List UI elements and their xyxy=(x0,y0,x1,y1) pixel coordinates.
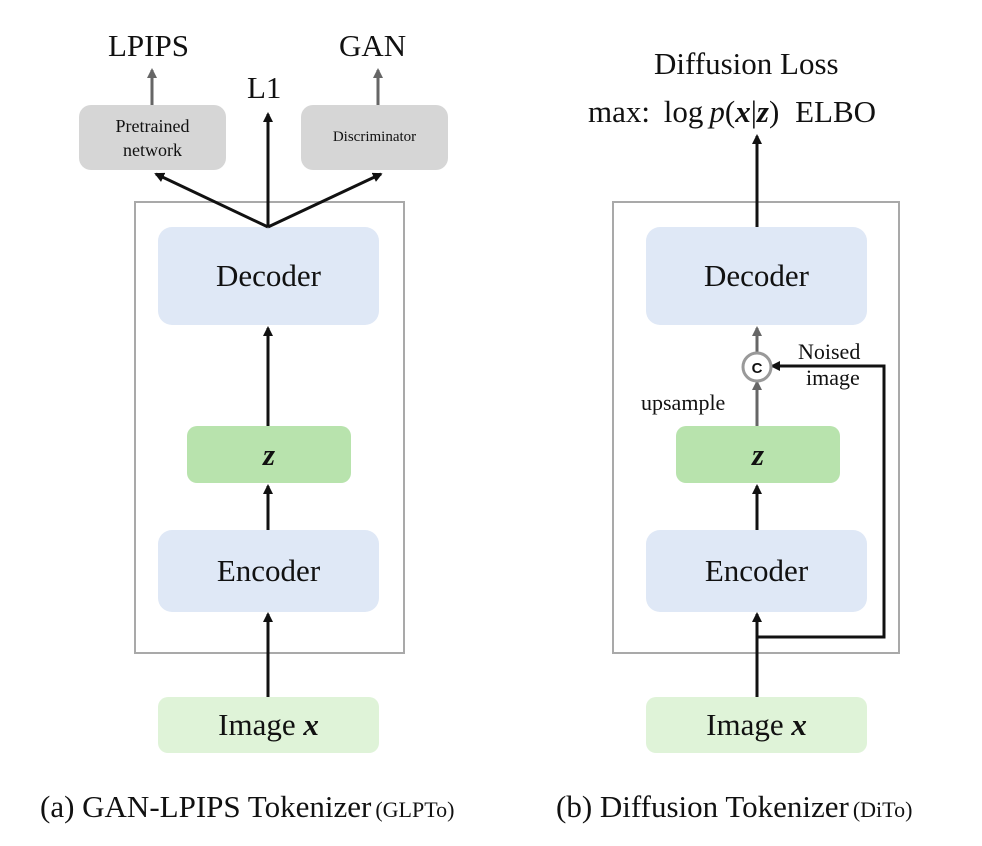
formula-log: log xyxy=(663,94,704,129)
formula-bar: | xyxy=(750,94,757,129)
encoder-label-a: Encoder xyxy=(216,553,321,588)
formula-open-paren: ( xyxy=(724,94,736,129)
diffusion-loss-title: Diffusion Loss xyxy=(654,46,839,81)
image-input-block-a: Image x xyxy=(158,697,379,753)
decoder-block-a: Decoder xyxy=(158,227,379,325)
concat-node xyxy=(741,351,773,383)
caption-a-main: (a) GAN-LPIPS Tokenizer xyxy=(40,789,372,824)
formula-x: x xyxy=(735,94,751,129)
formula-p: p xyxy=(709,94,725,129)
encoder-block-b: Encoder xyxy=(646,530,867,612)
caption-a-abbr: (GLPTo) xyxy=(375,797,455,822)
image-input-prefix-a: Image xyxy=(218,707,296,742)
discriminator-box: Discriminator xyxy=(301,105,448,170)
pretrained-network-label: Pretrained network xyxy=(115,115,190,160)
arrow-decoder-to-pretrained xyxy=(154,172,269,229)
image-input-prefix-b: Image xyxy=(706,707,784,742)
caption-b-abbr: (DiTo) xyxy=(852,797,913,822)
arrow-noised-image-path xyxy=(757,361,886,639)
noised-image-label-line1: Noised xyxy=(798,339,861,364)
decoder-label-a: Decoder xyxy=(216,258,321,293)
formula-elbo: ELBO xyxy=(795,94,877,129)
latent-z-label-a: z xyxy=(262,436,276,472)
discriminator-label: Discriminator xyxy=(332,129,417,145)
formula-z: z xyxy=(756,94,769,129)
caption-b-main: (b) Diffusion Tokenizer xyxy=(556,789,849,824)
latent-z-block-b: z xyxy=(676,426,840,483)
encoder-label-b: Encoder xyxy=(704,553,809,588)
l1-output-label: L1 xyxy=(247,70,282,105)
latent-z-label-b: z xyxy=(751,436,765,472)
formula-max: max: xyxy=(588,94,650,129)
concat-node-label: C xyxy=(752,360,763,377)
encoder-block-a: Encoder xyxy=(158,530,379,612)
formula-close-paren: ) xyxy=(769,94,780,129)
noised-image-label-line2: image xyxy=(806,365,860,390)
lpips-output-label: LPIPS xyxy=(108,28,189,63)
upsample-label: upsample xyxy=(641,390,726,415)
arrow-decoder-to-discriminator xyxy=(267,172,383,229)
decoder-block-b: Decoder xyxy=(646,227,867,325)
caption-b: (b) Diffusion Tokenizer (DiTo) xyxy=(556,789,912,825)
caption-a: (a) GAN-LPIPS Tokenizer (GLPTo) xyxy=(40,789,454,825)
pretrained-network-box: Pretrained network xyxy=(79,105,226,170)
image-input-var-a: x xyxy=(303,707,319,742)
gan-output-label: GAN xyxy=(339,28,407,63)
decoder-label-b: Decoder xyxy=(704,258,809,293)
latent-z-block-a: z xyxy=(187,426,351,483)
image-input-block-b: Image x xyxy=(646,697,867,753)
image-input-var-b: x xyxy=(791,707,807,742)
